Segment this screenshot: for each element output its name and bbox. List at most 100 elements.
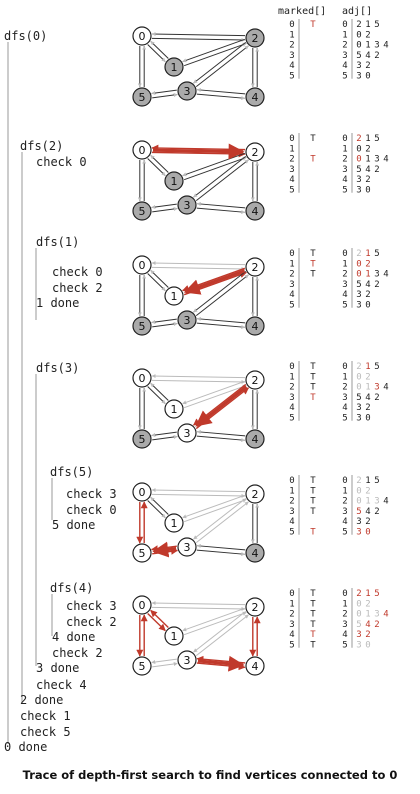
graph-vertex <box>177 537 197 557</box>
marked-value: T <box>310 270 316 280</box>
vertex-label: 3 <box>184 85 191 98</box>
graph-vertex <box>177 423 197 443</box>
graph-vertex <box>132 595 152 615</box>
marked-index: 5 <box>289 301 294 311</box>
adj-index: 5 <box>342 414 347 424</box>
adj-entry: 4 <box>383 497 388 507</box>
graph-vertex <box>132 87 152 107</box>
graph-vertex <box>132 316 152 336</box>
adj-entry: 1 <box>365 20 370 30</box>
adj-entry: 0 <box>356 144 361 154</box>
graph-vertex <box>245 257 265 277</box>
vertex-label: 5 <box>139 91 146 104</box>
marked-index: 1 <box>289 259 294 269</box>
adj-index: 0 <box>342 589 347 599</box>
adj-entry: 0 <box>365 528 370 538</box>
adj-entry: 3 <box>356 301 361 311</box>
adj-entry: 4 <box>365 51 370 61</box>
graph-edge <box>193 611 247 653</box>
adj-index: 4 <box>342 630 347 640</box>
adj-index: 0 <box>342 249 347 259</box>
adj-entry: 5 <box>374 476 379 486</box>
code-line: 0 done <box>4 740 47 754</box>
adj-index: 0 <box>342 20 347 30</box>
vertex-label: 2 <box>252 601 259 614</box>
adj-entry: 2 <box>356 20 361 30</box>
adj-index: 3 <box>342 51 347 61</box>
vertex-label: 2 <box>252 146 259 159</box>
vertex-label: 0 <box>139 144 146 157</box>
adj-entry: 2 <box>365 403 370 413</box>
graph-edge <box>150 41 169 59</box>
vertex-label: 1 <box>171 61 178 74</box>
adj-entry: 3 <box>374 155 379 165</box>
adj-entry: 4 <box>365 165 370 175</box>
adj-index: 0 <box>342 134 347 144</box>
adj-index: 2 <box>342 41 347 51</box>
graph-edge <box>147 500 166 518</box>
adj-index: 4 <box>342 517 347 527</box>
adj-entry: 5 <box>374 249 379 259</box>
graph-edge <box>195 159 249 201</box>
vertex-label: 1 <box>171 403 178 416</box>
graph-vertex <box>245 142 265 162</box>
adj-entry: 2 <box>365 599 370 609</box>
vertex-label: 1 <box>171 175 178 188</box>
adj-entry: 5 <box>356 165 361 175</box>
marked-index: 2 <box>289 270 294 280</box>
graph-edge <box>151 658 177 665</box>
adj-entry: 1 <box>365 155 370 165</box>
vertex-label: 5 <box>139 660 146 673</box>
code-line: dfs(1) <box>36 235 79 249</box>
vertex-label: 0 <box>139 30 146 43</box>
adj-entry: 3 <box>356 175 361 185</box>
adj-index: 5 <box>342 186 347 196</box>
graph-vertex <box>245 656 265 676</box>
code-line: 3 done <box>36 661 79 675</box>
vertex-label: 0 <box>139 259 146 272</box>
graph-vertex <box>164 286 184 306</box>
marked-index: 3 <box>289 393 294 403</box>
marked-index: 0 <box>289 20 294 30</box>
code-line: dfs(0) <box>4 29 47 43</box>
marked-index: 0 <box>289 589 294 599</box>
graph-edge <box>152 434 178 441</box>
marked-value: T <box>310 249 316 259</box>
graph-vertex <box>177 195 197 215</box>
graph-edge <box>152 92 178 99</box>
adj-index: 1 <box>342 30 347 40</box>
adj-entry: 5 <box>374 20 379 30</box>
vertex-label: 4 <box>252 433 259 446</box>
adj-entry: 3 <box>356 630 361 640</box>
code-line: check 2 <box>52 281 103 295</box>
adj-entry: 5 <box>374 589 379 599</box>
graph-vertex <box>132 429 152 449</box>
graph-edge <box>147 386 166 404</box>
marked-value: T <box>310 476 316 486</box>
marked-value: T <box>310 507 316 517</box>
adj-entry: 1 <box>365 362 370 372</box>
adj-entry: 4 <box>383 383 388 393</box>
adj-index: 4 <box>342 403 347 413</box>
adj-index: 4 <box>342 175 347 185</box>
marked-index: 4 <box>289 290 294 300</box>
code-trace: dfs(0) dfs(2) check 0 dfs(1) check 0 che… <box>4 29 117 754</box>
graph-edge <box>152 206 178 213</box>
call-depth-lines <box>7 42 53 744</box>
adj-entry: 1 <box>365 249 370 259</box>
adj-entry: 3 <box>356 528 361 538</box>
adj-entry: 2 <box>365 175 370 185</box>
graph-vertex <box>132 26 152 46</box>
graph-edge <box>151 318 177 325</box>
graph-edge <box>151 261 246 266</box>
adj-entry: 0 <box>356 372 361 382</box>
marked-header: marked[] <box>278 6 326 17</box>
adj-entry: 2 <box>374 165 379 175</box>
vertex-label: 4 <box>252 660 259 673</box>
marked-index: 1 <box>289 30 294 40</box>
adj-entry: 5 <box>356 280 361 290</box>
